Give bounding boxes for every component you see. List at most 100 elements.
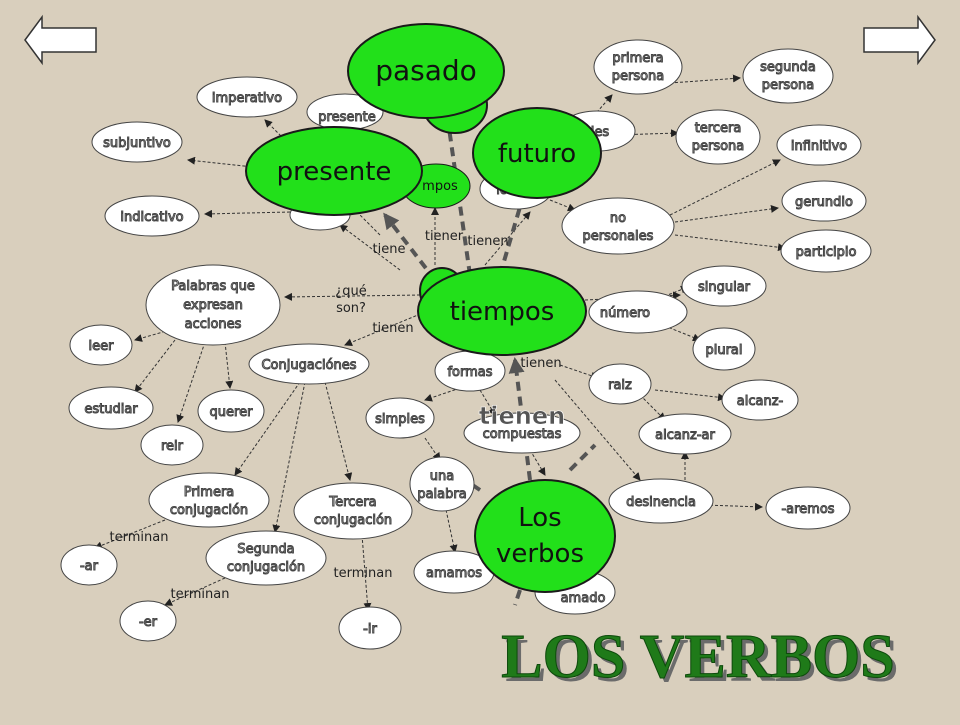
node-una-palabra-label-1: una [430,469,454,484]
node-raiz [588,363,652,405]
node-singular-label: singular [698,280,751,295]
node-tercera-conjugacion [293,482,413,540]
node-ar-label: -ar [80,559,99,574]
edge [549,199,576,212]
node-no-personales [561,197,675,255]
node-numero-label: número [600,306,650,321]
node-segunda-persona-label-1: segunda [760,60,816,75]
edge [639,394,666,421]
edge [654,321,701,342]
node-ir-label: -ir [363,622,377,637]
back-arrow-button[interactable] [24,14,97,66]
node-amamos-label: amamos [426,566,482,581]
edge [234,381,301,476]
node-simples-label: simples [375,412,425,427]
edge-deco [568,443,597,472]
node-reir-label: reir [161,439,184,454]
node-pasado [347,23,505,119]
node-primera-persona [593,39,683,95]
node-compuestas [463,412,581,454]
node-primera-persona-label-1: primera [612,51,663,66]
edge-deco [513,589,522,606]
node-los-verbos-label-2: verbos [496,539,584,569]
edge [361,534,372,611]
node-estudiar [68,386,154,430]
edge [284,292,421,301]
edge [669,74,741,84]
node-tercera-conjugacion-label-1: Tercera [328,495,376,510]
link-label-tiener: tiener [425,229,464,244]
node-alcanz-ar [638,413,732,455]
edge [224,341,234,389]
node-alcanz-label: alcanz- [737,394,784,409]
node-conjugaciones-label: Conjugaciónes [261,358,356,373]
node-no-personales-label-2: personales [583,229,654,244]
node-indicativo [104,195,200,237]
node-imperativo [196,76,298,118]
node-infinitivo [776,124,862,166]
arrow-left-icon[interactable] [24,14,97,66]
node-palabras-label-2: expresan [183,298,243,313]
link-label-terminan-2: terminan [171,587,230,602]
white-nodes: imperativo subjuntivo indicativo present… [60,39,872,650]
node-ir [338,606,402,650]
node-raiz-label: raiz [608,378,632,393]
node-tiempos-label: tiempos [450,297,555,327]
node-primera-persona-label-2: persona [612,69,665,84]
edge [554,379,641,481]
edge [669,159,781,216]
edge [444,504,458,553]
node-alcanz-ar-label: alcanz-ar [655,428,715,443]
edge [484,211,531,266]
node-desinencia [608,478,714,524]
node-reir [140,424,204,466]
edge [424,437,441,461]
node-futuro [472,107,602,199]
node-presente [245,126,423,216]
node-alcanz [721,379,799,421]
edge [674,204,779,223]
node-compuestas-label: compuestas [483,427,562,442]
node-segunda-conjugacion-label-1: Segunda [237,542,294,557]
slide-title: LOS VERBOS [501,623,894,691]
node-los-verbos [474,479,616,593]
edge [324,381,353,481]
node-tercera-persona-label-2: persona [692,139,745,154]
link-label-tienen-top: tienen [467,234,508,249]
node-leer [69,324,133,366]
edge [559,364,599,380]
node-pasado-label: pasado [375,54,477,87]
node-segunda-persona [742,48,834,104]
node-imperativo-label: imperativo [212,91,282,106]
link-label-tiene: tiene [373,242,406,257]
link-label-terminan-1: terminan [110,530,169,545]
node-aremos-label: -aremos [781,502,834,517]
node-plural [692,327,756,371]
arrow-right-icon[interactable] [863,14,936,66]
node-primera-conjugacion [148,472,270,528]
node-tercera-conjugacion-label-2: conjugación [314,513,392,528]
node-gerundio-label: gerundio [795,195,853,210]
node-tiempos-small-label: mpos [422,179,458,194]
node-segunda-conjugacion [205,530,327,586]
node-conjugaciones [248,343,370,385]
edge [674,234,786,252]
node-ar [60,544,118,586]
node-numero [588,290,688,334]
node-aremos [765,486,851,530]
link-label-terminan-3: terminan [334,566,393,581]
node-leer-label: leer [89,339,115,354]
forward-arrow-button[interactable] [863,14,936,66]
edge [204,209,291,218]
node-presente-label: presente [277,157,392,187]
edge [187,156,301,173]
node-participio-label: participio [796,245,857,260]
green-nodes: mpos pasado futuro presente tiempos Los … [245,23,616,593]
edge [654,389,726,402]
node-gerundio [781,180,867,222]
node-tiempos [417,266,587,356]
edge [176,341,206,423]
node-palabras-label-1: Palabras que [171,279,255,294]
node-infinitivo-label: infinitivo [791,139,847,154]
